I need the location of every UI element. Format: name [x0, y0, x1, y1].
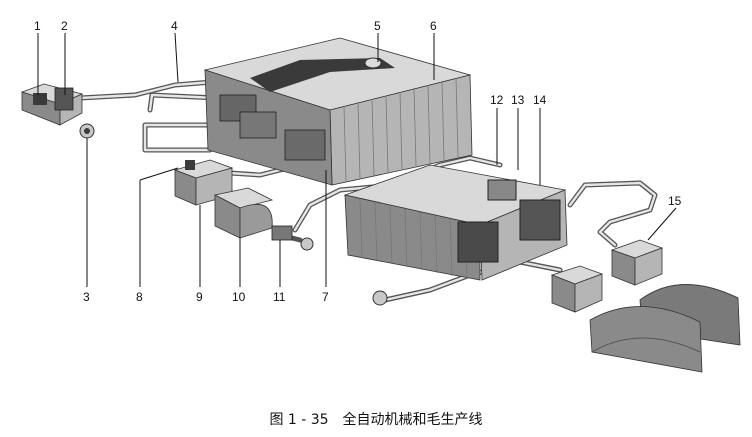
- storage-bins: [343, 164, 568, 306]
- blending-bins: [203, 37, 473, 186]
- callout-12: 12: [490, 93, 504, 107]
- callout-11: 11: [273, 290, 286, 304]
- bin-slats: [343, 77, 459, 183]
- opening-cleaning-line: [173, 159, 314, 251]
- callout-5: 5: [374, 19, 381, 33]
- callout-6: 6: [430, 19, 437, 33]
- callout-7: 7: [322, 290, 329, 304]
- figure-caption: 图 1 - 35 全自动机械和毛生产线: [269, 411, 482, 428]
- callout-4: 4: [171, 19, 178, 33]
- storage-bin-slats: [359, 198, 468, 280]
- callout-14: 14: [533, 93, 547, 107]
- callout-1: 1: [34, 19, 41, 33]
- baling-presses: [550, 239, 741, 373]
- callout-leaders: [37, 32, 677, 287]
- callout-15: 15: [668, 194, 682, 208]
- fan-unit-3: [79, 123, 95, 139]
- callout-8: 8: [136, 290, 143, 304]
- callout-13: 13: [511, 93, 525, 107]
- callout-10: 10: [232, 290, 246, 304]
- callout-numbers: 1 2 3 4 5 6 7 8 9 10 11 12 13 14 15: [34, 19, 682, 304]
- callout-2: 2: [61, 19, 68, 33]
- callout-3: 3: [83, 290, 90, 304]
- callout-9: 9: [196, 290, 203, 304]
- feeder-machine: [20, 83, 84, 126]
